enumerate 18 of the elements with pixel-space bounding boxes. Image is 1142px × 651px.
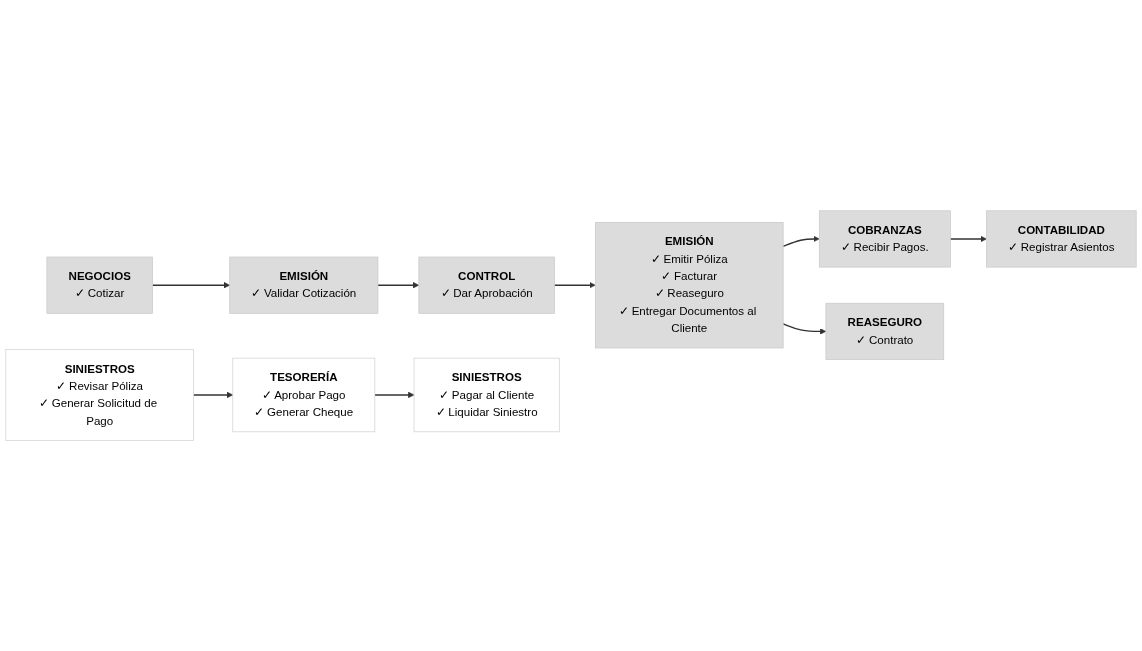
node-box: NEGOCIOS ✓ Cotizar (46, 256, 153, 314)
node-box: COBRANZAS ✓ Recibir Pagos. (818, 210, 951, 268)
node-box: SINIESTROS ✓ Revisar Póliza ✓ Generar Solicitud de Pago (5, 348, 194, 441)
arrow (782, 323, 827, 335)
node-box: TESORERÍA ✓ Aprobar Pago ✓ Generar Cheque (232, 357, 376, 433)
arrow (377, 281, 420, 289)
arrow (553, 281, 596, 289)
node-box: EMISIÓN ✓ Validar Cotización (229, 256, 379, 314)
node-box: REASEGURO ✓ Contrato (825, 302, 945, 360)
node-box: SINIESTROS ✓ Pagar al Cliente ✓ Liquidar Siniestro (413, 357, 560, 433)
arrow (374, 391, 415, 398)
node-box: CONTROL ✓ Dar Aprobación (418, 256, 555, 314)
node-box: CONTABILIDAD ✓ Registrar Asientos (986, 210, 1137, 268)
node-box: EMISIÓN ✓ Emitir Póliza ✓ Facturar ✓ Reaseguro ✓ Entregar Documentos al Cliente (595, 221, 784, 349)
arrow (192, 391, 234, 398)
arrow (949, 235, 987, 242)
arrow (151, 281, 230, 289)
arrow (782, 235, 820, 247)
